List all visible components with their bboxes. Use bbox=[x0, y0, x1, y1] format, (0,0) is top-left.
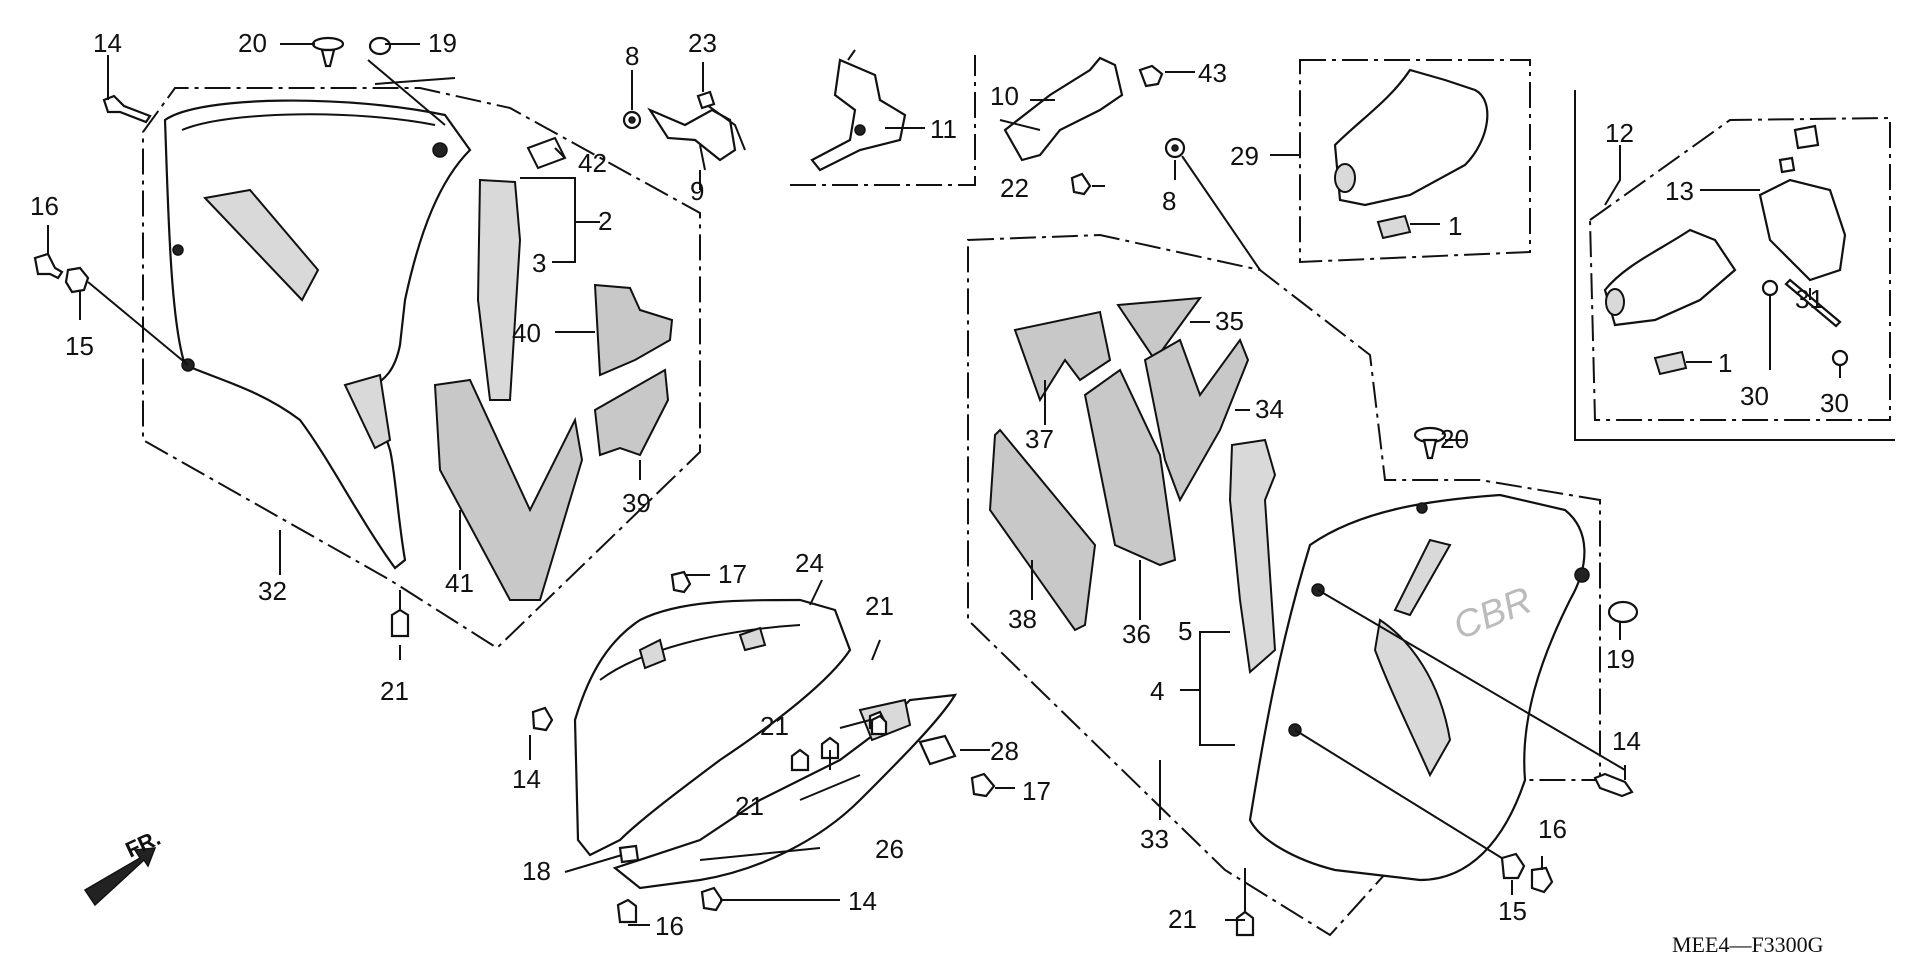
callout-38: 38 bbox=[1008, 604, 1037, 634]
callout-23: 23 bbox=[688, 28, 717, 58]
callout-9: 9 bbox=[690, 176, 704, 206]
callout-15: 15 bbox=[65, 331, 94, 361]
left-middle-cowl bbox=[163, 99, 472, 570]
box-29-group bbox=[1299, 59, 1531, 264]
pad-34 bbox=[1143, 337, 1250, 503]
callout-1: 1 bbox=[1448, 211, 1462, 241]
bracket-10-group bbox=[999, 56, 1261, 271]
box-12-group bbox=[1574, 90, 1895, 441]
callout-20: 20 bbox=[1440, 424, 1469, 454]
callout-19: 19 bbox=[428, 28, 457, 58]
pad-36 bbox=[1083, 368, 1177, 567]
callout-17: 17 bbox=[718, 559, 747, 589]
pad-39 bbox=[593, 368, 670, 457]
callout-17: 17 bbox=[1022, 776, 1051, 806]
callout-32: 32 bbox=[258, 576, 287, 606]
bracket-9-group bbox=[622, 90, 746, 171]
callout-21: 21 bbox=[865, 591, 894, 621]
diagram-code: MEE4—F3300G bbox=[1672, 932, 1824, 957]
callout-1: 1 bbox=[1718, 348, 1732, 378]
callout-21: 21 bbox=[380, 676, 409, 706]
callout-21: 21 bbox=[760, 711, 789, 741]
lamp-13 bbox=[1758, 178, 1847, 282]
callout-36: 36 bbox=[1122, 619, 1151, 649]
callout-21: 21 bbox=[1168, 904, 1197, 934]
under-cowl-26 bbox=[612, 693, 958, 890]
callout-31: 31 bbox=[1795, 284, 1824, 314]
left-cowl-group bbox=[33, 36, 701, 650]
callout-30: 30 bbox=[1820, 388, 1849, 418]
callout-11: 11 bbox=[930, 114, 957, 144]
leader-lines bbox=[47, 43, 1841, 926]
collar-28 bbox=[918, 734, 957, 766]
front-arrow: FR. bbox=[83, 825, 165, 907]
callout-12: 12 bbox=[1605, 118, 1634, 148]
front-marker: FR. bbox=[122, 825, 165, 863]
callout-28: 28 bbox=[990, 736, 1019, 766]
callout-8: 8 bbox=[625, 41, 639, 71]
callout-14: 14 bbox=[1612, 726, 1641, 756]
callout-8: 8 bbox=[1162, 186, 1176, 216]
pad-35 bbox=[1116, 296, 1203, 362]
callout-14: 14 bbox=[512, 764, 541, 794]
bracket-11 bbox=[810, 58, 907, 172]
callout-4: 4 bbox=[1150, 676, 1164, 706]
callout-42: 42 bbox=[578, 148, 607, 178]
inner-panel-3 bbox=[476, 178, 522, 401]
inner-panel-5 bbox=[1228, 438, 1277, 674]
under-cowl-group bbox=[531, 570, 996, 924]
callout-15: 15 bbox=[1498, 896, 1527, 926]
pad-37 bbox=[1013, 310, 1112, 403]
callout-13: 13 bbox=[1665, 176, 1694, 206]
pad-40 bbox=[593, 283, 674, 377]
callout-40: 40 bbox=[512, 318, 541, 348]
callout-30: 30 bbox=[1740, 381, 1769, 411]
side-cover-29 bbox=[1333, 68, 1489, 207]
callout-16: 16 bbox=[655, 911, 684, 941]
callout-2: 2 bbox=[598, 206, 612, 236]
callout-16: 16 bbox=[1538, 814, 1567, 844]
callout-14: 14 bbox=[848, 886, 877, 916]
callout-24: 24 bbox=[795, 548, 824, 578]
callout-29: 29 bbox=[1230, 141, 1259, 171]
callout-14: 14 bbox=[93, 28, 122, 58]
callout-16: 16 bbox=[30, 191, 59, 221]
callout-3: 3 bbox=[532, 248, 546, 278]
callout-5: 5 bbox=[1178, 616, 1192, 646]
callout-20: 20 bbox=[238, 28, 267, 58]
side-cover-12 bbox=[1603, 228, 1737, 327]
callout-39: 39 bbox=[622, 488, 651, 518]
callout-43: 43 bbox=[1198, 58, 1227, 88]
callout-26: 26 bbox=[875, 834, 904, 864]
callout-34: 34 bbox=[1255, 394, 1284, 424]
callout-22: 22 bbox=[1000, 173, 1029, 203]
right-cowl-group: CBR bbox=[967, 233, 1639, 937]
callout-33: 33 bbox=[1140, 824, 1169, 854]
pad-38 bbox=[988, 428, 1097, 632]
callout-labels: 14 20 19 16 15 8 23 9 42 2 3 40 39 41 32… bbox=[30, 28, 1849, 957]
callout-10: 10 bbox=[990, 81, 1019, 111]
bracket-11-group bbox=[790, 49, 976, 186]
pad-41 bbox=[433, 378, 584, 601]
callout-37: 37 bbox=[1025, 424, 1054, 454]
callout-35: 35 bbox=[1215, 306, 1244, 336]
callout-18: 18 bbox=[522, 856, 551, 886]
callout-21: 21 bbox=[735, 791, 764, 821]
callout-41: 41 bbox=[445, 568, 474, 598]
callout-19: 19 bbox=[1606, 644, 1635, 674]
